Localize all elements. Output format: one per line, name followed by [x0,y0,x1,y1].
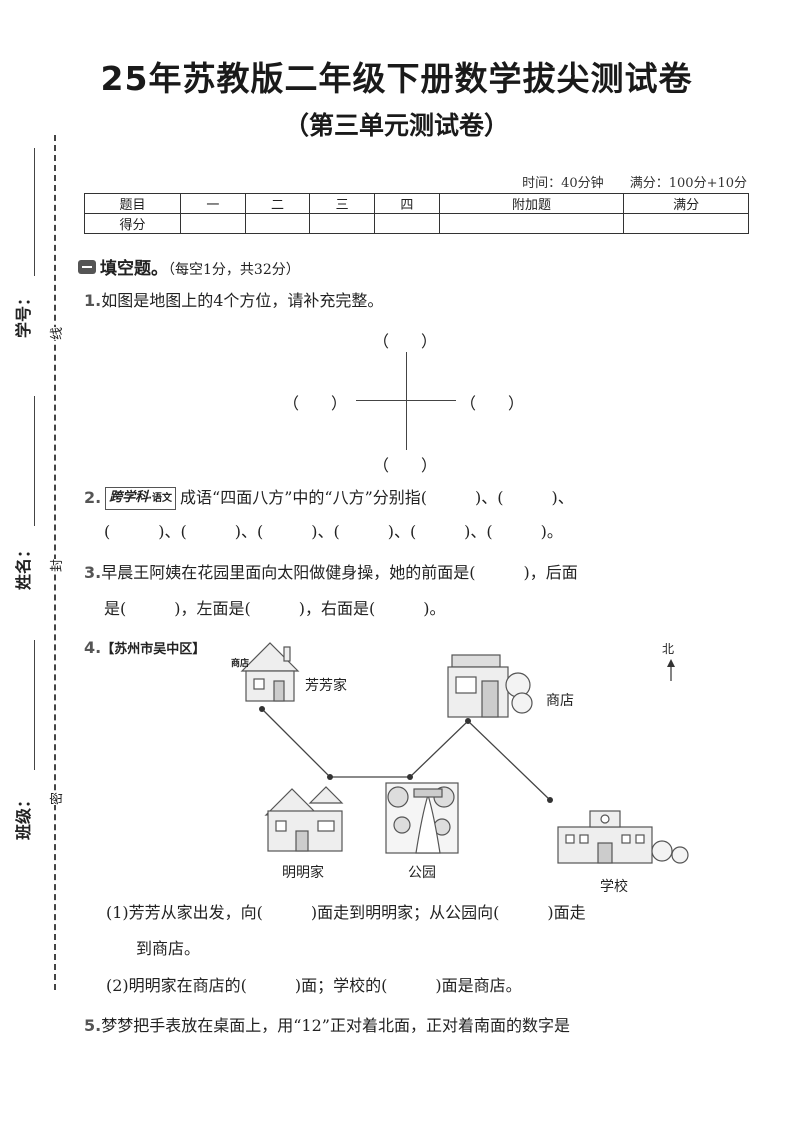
compass-vertical-line [406,352,407,450]
question-number: 1. [84,291,102,310]
score-header-cell: 题目 [84,193,181,214]
question-number: 3. [84,563,102,582]
section-note: （每空1分，共32分） [168,262,300,278]
id-write-line[interactable] [34,148,35,276]
direction-blank-bottom[interactable]: （ ） [373,456,438,475]
mingming-house-icon [264,786,344,852]
section-heading: 填空题。（每空1分，共32分） [78,254,300,279]
question-4-sub-1: (1)芳芳从家出发，向( )面走到明明家；从公园向( )面走 [106,903,586,922]
class-label: 班级： [14,791,33,840]
score-header-cell: 二 [244,193,311,214]
section-title: 填空题。 [100,259,168,279]
score-table-row: 得分 [84,213,749,234]
question-2-line-2: ( )、( )、( )、( )、( )、( )。 [104,522,563,541]
park-label: 公园 [408,865,436,881]
compass-horizontal-line [356,400,456,401]
shop-icon [447,654,533,718]
fangfang-home-label: 芳芳家 [305,678,347,694]
time-limit: 时间：40分钟 [522,176,604,191]
score-header-cell: 附加题 [438,193,625,214]
north-label: 北 [662,642,675,656]
region-tag: 【苏州市吴中区】 [101,642,206,657]
page-title: 25年苏教版二年级下册数学拔尖测试卷 [100,59,693,98]
question-1: 1.如图是地图上的4个方位，请补充完整。 [84,291,383,311]
question-number: 5. [84,1016,102,1035]
school-label: 学校 [600,879,628,895]
mingming-home-label: 明明家 [282,865,324,881]
fangfang-house-icon [240,642,300,702]
tag-brand: 跨学科 [109,490,149,505]
question-4-sub-1-line-2: 到商店。 [136,939,201,958]
score-row-label: 得分 [84,213,181,234]
question-number: 4. [84,638,102,657]
school-icon [557,810,689,864]
question-text: 成语“四面八方”中的“八方”分别指( )、( )、 [180,488,574,507]
question-5: 5.梦梦把手表放在桌面上，用“12”正对着北面，正对着南面的数字是 [84,1016,570,1036]
question-4: 4.【苏州市吴中区】 [84,638,205,660]
line-mark: 线 [46,326,65,340]
section-one-badge-icon [78,260,96,274]
student-name-label: 姓名： [14,541,33,590]
score-header-cell: 满分 [623,193,749,214]
direction-blank-top[interactable]: （ ） [373,332,438,351]
question-text: 如图是地图上的4个方位，请补充完整。 [101,291,384,310]
student-id-label: 学号： [14,289,33,338]
score-header-cell: 三 [309,193,376,214]
question-number: 2. [84,488,102,507]
seal-mark: 封 [46,558,65,572]
question-2: 2.跨学科·语文成语“四面八方”中的“八方”分别指( )、( )、 [84,487,574,510]
score-cell[interactable] [244,213,311,234]
score-cell[interactable] [180,213,246,234]
shop-sign: 商店 [231,659,250,669]
score-header-cell: 四 [374,193,440,214]
question-4-sub-2: (2)明明家在商店的( )面；学校的( )面是商店。 [106,976,522,995]
score-cell[interactable] [374,213,440,234]
secret-mark: 密 [46,791,65,805]
park-icon [385,782,459,854]
north-arrow-icon [667,659,675,681]
map-labels: 商店 [230,635,700,890]
score-cell[interactable] [623,213,749,234]
score-header-cell: 一 [180,193,246,214]
cross-subject-tag: 跨学科·语文 [105,487,177,510]
class-write-line[interactable] [34,640,35,770]
question-3-line-2: 是( )，左面是( )，右面是( )。 [104,599,446,618]
shop-label: 商店 [546,693,574,709]
tag-subject: ·语文 [148,493,173,504]
full-score: 满分：100分+10分 [629,176,747,191]
score-table-header: 题目 一 二 三 四 附加题 满分 [84,193,749,214]
direction-blank-left[interactable]: （ ） [283,394,348,413]
score-cell[interactable] [438,213,625,234]
page-subtitle: （第三单元测试卷） [283,111,509,140]
name-write-line[interactable] [34,396,35,526]
exam-meta: 时间：40分钟 满分：100分+10分 [500,172,747,191]
direction-blank-right[interactable]: （ ） [460,394,525,413]
map-diagram [240,642,689,864]
score-cell[interactable] [309,213,376,234]
question-text: 早晨王阿姨在花园里面向太阳做健身操，她的前面是( )，后面 [101,563,578,582]
question-text: 梦梦把手表放在桌面上，用“12”正对着北面，正对着南面的数字是 [101,1016,570,1035]
question-3: 3.早晨王阿姨在花园里面向太阳做健身操，她的前面是( )，后面 [84,563,578,583]
score-table: 题目 一 二 三 四 附加题 满分 得分 [84,193,749,234]
